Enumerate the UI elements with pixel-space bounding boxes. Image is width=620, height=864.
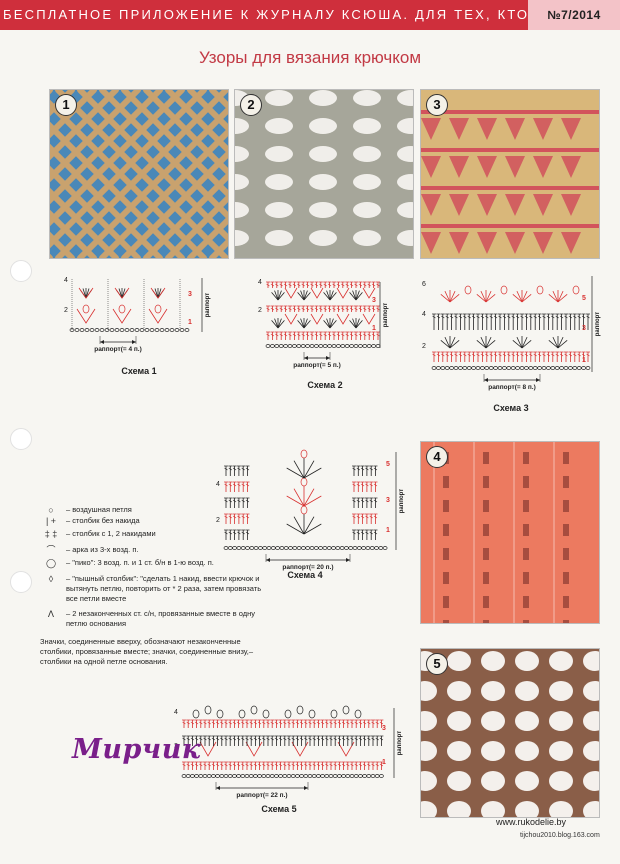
schema-2-diagram: 4 2 3 1 раппорт(= 5 п.) раппорт	[258, 268, 398, 376]
pattern-photo-5: 5	[420, 648, 600, 818]
side-repeat-label: раппорт	[205, 293, 211, 318]
pattern-photo-4: 4	[420, 441, 600, 624]
legend-item: ᐱ– 2 незаконченных ст. с/н, провязанные …	[40, 609, 270, 629]
row-number-left: 4	[64, 277, 68, 284]
legend-item: ◯– "пико": 3 возд. п. и 1 ст. б/н в 1-ю …	[40, 558, 270, 568]
row-number-left: 6	[422, 281, 426, 288]
row-number-left: 4	[216, 481, 220, 488]
repeat-label: раппорт(= 22 п.)	[236, 792, 287, 799]
schema-4-diagram: 4 2 5 3 1 раппорт(= 20 п.) раппорт	[214, 442, 414, 571]
symbol-legend: ○– воздушная петля | +– столбик без наки…	[40, 505, 270, 667]
puff-stitch-icon: ◊	[48, 574, 54, 584]
row-number-right: 1	[372, 325, 376, 332]
row-number-right: 5	[582, 295, 586, 302]
pattern-photo-1: 1	[49, 89, 229, 259]
photo-texture	[421, 649, 599, 817]
binder-hole	[10, 260, 32, 282]
legend-item: ◊– "пышный столбик": "сделать 1 накид, в…	[40, 574, 270, 604]
double-crochet-icon: ‡ ‡	[44, 529, 58, 539]
repeat-label: раппорт(= 20 п.)	[282, 564, 333, 571]
row-number-left: 2	[174, 743, 178, 750]
row-number-left: 4	[258, 279, 262, 286]
header-band: БЕСПЛАТНОЕ ПРИЛОЖЕНИЕ К ЖУРНАЛУ КСЮША. Д…	[0, 0, 593, 30]
schema-3-svg: 6 4 2 5 3 1 раппорт(= 8 п.) раппорт	[422, 276, 601, 391]
issue-number: №7/2014	[528, 0, 620, 30]
schema-4-svg: 4 2 5 3 1 раппорт(= 20 п.) раппорт	[216, 449, 405, 571]
watermark-text: tijchou2010.blog.163.com	[520, 832, 600, 839]
pattern-photo-3: 3	[420, 89, 600, 259]
side-repeat-label: раппорт	[397, 731, 403, 756]
row-number-left: 2	[64, 307, 68, 314]
page-title: Узоры для вязания крючком	[198, 48, 422, 67]
photo-number-badge: 1	[55, 94, 77, 116]
dc2tog-icon: ᐱ	[47, 609, 55, 619]
schema-4-caption: Схема 4	[287, 570, 323, 580]
row-number-right: 1	[382, 759, 386, 766]
row-number-left: 4	[174, 709, 178, 716]
row-number-left: 2	[258, 307, 262, 314]
binder-hole	[10, 428, 32, 450]
schema-5-caption: Схема 5	[261, 804, 297, 814]
photo-texture	[421, 442, 599, 623]
photo-number-badge: 5	[426, 653, 448, 675]
photo-number-badge: 3	[426, 94, 448, 116]
photo-texture	[421, 90, 599, 258]
chain-stitch-icon: ○	[48, 505, 54, 515]
schema-1-caption: Схема 1	[121, 366, 157, 376]
schema-2-svg: 4 2 3 1 раппорт(= 5 п.) раппорт	[258, 279, 389, 369]
schema-2-caption: Схема 2	[307, 380, 343, 390]
row-number-right: 1	[582, 357, 586, 364]
side-repeat-label: раппорт	[595, 312, 601, 337]
binder-hole	[10, 571, 32, 593]
header: БЕСПЛАТНОЕ ПРИЛОЖЕНИЕ К ЖУРНАЛУ КСЮША. Д…	[0, 0, 620, 30]
row-number-right: 3	[188, 291, 192, 298]
picot-icon: ◯	[45, 558, 57, 568]
row-number-right: 1	[188, 319, 192, 326]
single-crochet-icon: | +	[45, 516, 57, 526]
row-number-right: 3	[386, 497, 390, 504]
legend-item: ○– воздушная петля	[40, 505, 270, 515]
repeat-label: раппорт(= 4 п.)	[94, 346, 142, 353]
side-repeat-label: раппорт	[399, 489, 405, 514]
row-number-right: 3	[582, 325, 586, 332]
chain-arch-icon: ⌒	[46, 545, 56, 555]
row-number-right: 3	[382, 725, 386, 732]
row-number-left: 2	[422, 343, 426, 350]
photo-number-badge: 4	[426, 446, 448, 468]
pattern-photo-2: 2	[234, 89, 414, 259]
schema-1-diagram: 4 2 3 1 раппорт(= 4 п.) раппорт	[64, 268, 214, 363]
photo-texture	[235, 90, 413, 258]
photo-texture	[50, 90, 228, 258]
repeat-label: раппорт(= 8 п.)	[488, 384, 536, 391]
row-number-right: 1	[386, 527, 390, 534]
schema-5-diagram: 4 2 3 1 раппорт(= 22 п.) раппорт	[172, 700, 412, 800]
footer-url: www.rukodelie.by	[496, 817, 567, 827]
schema-1-svg: 4 2 3 1 раппорт(= 4 п.) раппорт	[64, 277, 211, 353]
legend-item: | +– столбик без накида	[40, 516, 270, 526]
schema-5-svg: 4 2 3 1 раппорт(= 22 п.) раппорт	[174, 705, 403, 799]
legend-item: ⌒– арка из 3-х возд. п.	[40, 545, 270, 555]
row-number-right: 3	[372, 297, 376, 304]
schema-3-caption: Схема 3	[493, 403, 529, 413]
row-number-left: 4	[422, 311, 426, 318]
legend-item: ‡ ‡– столбик с 1, 2 накидами	[40, 529, 270, 539]
author-signature: Мирчик	[72, 734, 201, 765]
header-band-text: БЕСПЛАТНОЕ ПРИЛОЖЕНИЕ К ЖУРНАЛУ КСЮША. Д…	[3, 7, 593, 22]
legend-note: Значки, соединенные вверху, обозначают н…	[40, 637, 254, 666]
side-repeat-label: раппорт	[383, 303, 389, 328]
row-number-right: 5	[386, 461, 390, 468]
photo-number-badge: 2	[240, 94, 262, 116]
row-number-left: 2	[216, 517, 220, 524]
schema-3-diagram: 6 4 2 5 3 1 раппорт(= 8 п.) раппорт	[420, 268, 605, 398]
repeat-label: раппорт(= 5 п.)	[293, 362, 341, 369]
